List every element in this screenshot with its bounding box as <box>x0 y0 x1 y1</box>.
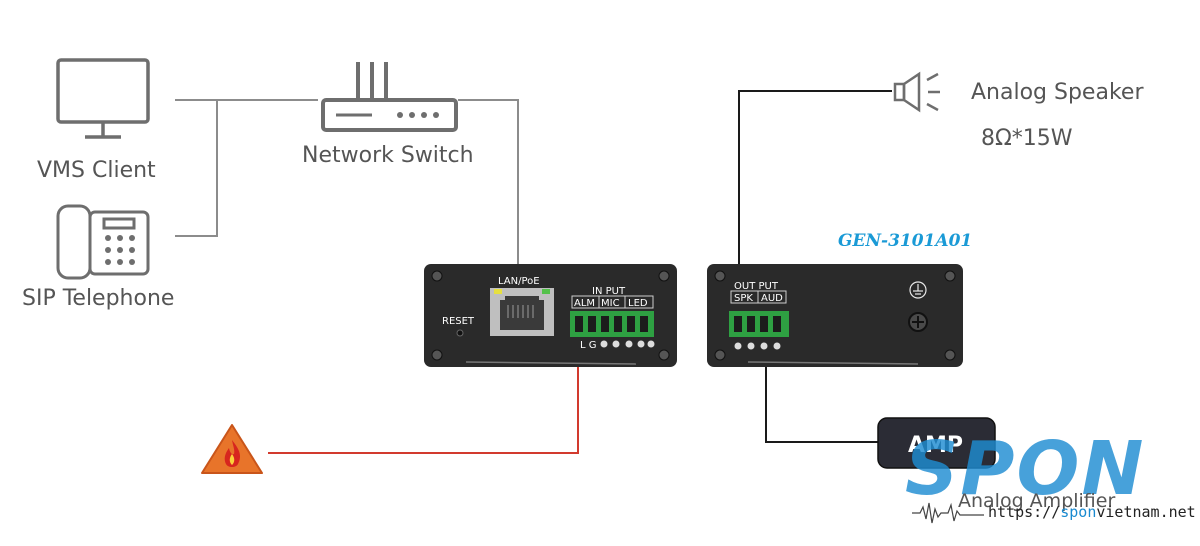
router-icon <box>321 62 458 132</box>
model-number: GEN-3101A01 <box>838 231 973 251</box>
network-switch-label: Network Switch <box>302 143 474 168</box>
sip-telephone-label: SIP Telephone <box>22 286 175 311</box>
alarm-wire <box>268 338 579 454</box>
amplifier-box: AMP <box>877 417 996 469</box>
spk-label: SPK <box>734 293 753 304</box>
amp-wire <box>765 345 878 443</box>
speaker-spec-label: 8Ω*15W <box>981 126 1073 151</box>
url-prefix: https:// <box>988 503 1061 521</box>
output-label: OUT PUT <box>734 281 779 292</box>
device-panel-input: LAN/PoE RESET IN PUT ALM MIC LED L G <box>424 264 677 367</box>
fire-alarm-icon <box>201 424 263 474</box>
url-suffix: vietnam.net <box>1096 503 1196 521</box>
network-lines <box>175 99 519 288</box>
monitor-icon <box>56 58 150 139</box>
ground-icon <box>909 281 927 299</box>
reset-hole <box>456 329 464 337</box>
reset-label: RESET <box>442 316 475 327</box>
amp-label: AMP <box>908 433 963 458</box>
input-label: IN PUT <box>592 286 626 297</box>
website-url: https://sponvietnam.net <box>988 503 1196 521</box>
aud-label: AUD <box>761 293 783 304</box>
vms-client-label: VMS Client <box>37 158 156 183</box>
alm-label: ALM <box>574 298 595 309</box>
analog-amplifier-label: Analog Amplifier <box>958 490 1116 512</box>
analog-speaker-label: Analog Speaker <box>971 80 1144 105</box>
url-brand: spon <box>1060 503 1097 521</box>
led-label: LED <box>628 298 648 309</box>
lan-poe-label: LAN/PoE <box>498 276 540 287</box>
telephone-icon <box>56 204 150 280</box>
speaker-icon <box>893 71 940 113</box>
speaker-wire <box>738 90 892 318</box>
ground-screw-icon <box>908 312 928 332</box>
waveform-decoration <box>912 502 984 524</box>
device-panel-output: OUT PUT SPK AUD <box>707 264 963 367</box>
brand-watermark: SPON <box>905 426 1146 512</box>
alm-pins-label: L G <box>580 340 597 351</box>
mic-label: MIC <box>601 298 620 309</box>
